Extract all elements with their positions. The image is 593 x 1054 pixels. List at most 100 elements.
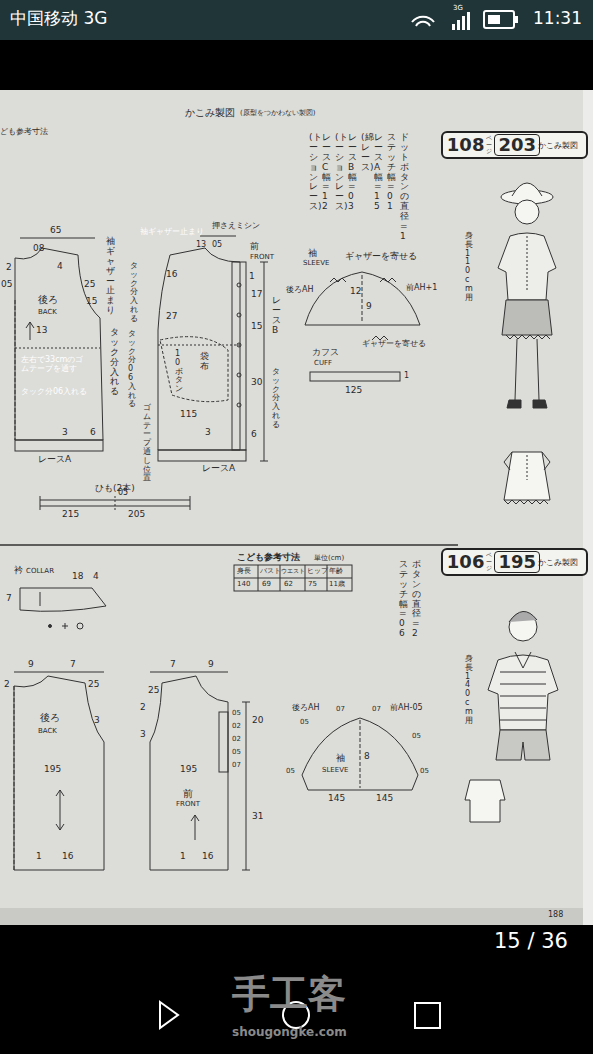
- pattern-label: 18: [72, 572, 83, 582]
- pattern-label: タック分入れる: [272, 368, 280, 430]
- pattern-label: 6: [251, 430, 257, 440]
- pattern-label: タック分06入れる: [21, 388, 91, 397]
- pattern-label: 1: [404, 372, 409, 381]
- pattern-label: 単位(cm): [314, 555, 344, 563]
- pattern-label: レースB: [272, 296, 281, 336]
- pattern-label: 195: [180, 765, 197, 775]
- pattern-label: FRONT: [250, 254, 274, 262]
- pattern-label: 後ろAH: [286, 286, 314, 295]
- pattern-label: レースA幅=15: [374, 133, 383, 212]
- pattern-label: 05: [232, 710, 241, 718]
- pattern-label: 05: [1, 280, 12, 290]
- pattern-label: 袖ギャザー止まり: [140, 228, 204, 237]
- pattern-label: 65: [50, 226, 61, 236]
- pattern-label: 15 / 36: [494, 930, 568, 953]
- pattern-label: レースC幅=12: [322, 133, 331, 212]
- pattern-label: 1: [249, 272, 255, 282]
- pattern-label: 3: [62, 428, 68, 438]
- pattern-label: 25: [84, 280, 95, 290]
- pattern-label: 身長140cm用: [465, 655, 473, 725]
- pattern-label: 後ろ: [38, 294, 58, 305]
- badge-text: 108: [447, 135, 485, 155]
- pattern-label: 左右で33cmのゴムテープを通す: [21, 356, 91, 374]
- pattern-label: 17: [251, 290, 262, 300]
- pattern-label: 07: [336, 706, 345, 714]
- pattern-label: 15: [251, 322, 262, 332]
- pattern-label: (トーションレース): [335, 133, 344, 212]
- pattern-label: 衿: [14, 566, 23, 576]
- pattern-label: 145: [328, 794, 345, 804]
- pattern-label: 2: [140, 703, 146, 713]
- pattern-label: 4: [93, 572, 99, 582]
- pattern-label: shougongke.com: [232, 1026, 347, 1039]
- pattern-label: 205: [128, 510, 145, 520]
- pattern-label: 11歳: [329, 581, 345, 589]
- pattern-label: ステッチ幅=06: [399, 560, 408, 639]
- pattern-label: 16: [62, 852, 73, 862]
- pattern-label: SLEEVE: [303, 260, 329, 268]
- pattern-label: 押さえミシン: [212, 222, 260, 231]
- pattern-label: 05: [212, 241, 222, 250]
- badge-text: 195: [494, 551, 540, 573]
- pattern-label: ども参考寸法: [0, 128, 48, 137]
- pattern-label: 中国移动 3G: [10, 9, 107, 28]
- pattern-label: 10ボタン: [175, 350, 183, 394]
- badge-text: ページ: [486, 135, 492, 155]
- pattern-label: BACK: [38, 728, 57, 736]
- pattern-label: 115: [180, 410, 197, 420]
- pattern-label: 9: [366, 302, 372, 312]
- pattern-label: 11:31: [533, 9, 582, 28]
- pattern-label: 20: [252, 716, 263, 726]
- pattern-label: 2: [6, 263, 12, 273]
- pattern-label: 1: [36, 852, 42, 862]
- pattern-label: 02: [232, 723, 241, 731]
- pattern-label: 9: [28, 660, 34, 670]
- pattern-label: 16: [202, 852, 213, 862]
- pattern-label: COLLAR: [26, 568, 54, 576]
- pattern-label: SLEEVE: [322, 767, 348, 775]
- pattern-label: 手工客: [232, 974, 346, 1016]
- pattern-label: 05: [300, 719, 309, 727]
- pattern-label: ボタンの直径=2: [412, 560, 421, 639]
- pattern-label: バスト: [260, 568, 281, 576]
- pattern-label: 31: [252, 812, 263, 822]
- pattern-label: 215: [62, 510, 79, 520]
- pattern-label: 05: [420, 768, 429, 776]
- page-badge: 106ページ195かこみ製図: [441, 548, 588, 576]
- pattern-label: 身長110cm用: [465, 232, 473, 302]
- pattern-label: 身長: [237, 568, 251, 576]
- pattern-label: ウエスト: [281, 568, 305, 575]
- pattern-label: 07: [372, 706, 381, 714]
- pattern-label: 袋布: [200, 352, 209, 372]
- pattern-label: 前: [250, 242, 259, 252]
- pattern-label: CUFF: [314, 360, 332, 368]
- pattern-label: レースA: [38, 455, 71, 465]
- badge-caption: かこみ製図: [538, 140, 578, 151]
- pattern-label: 9: [208, 660, 214, 670]
- pattern-label: 3G: [453, 5, 463, 13]
- pattern-label: 6: [90, 428, 96, 438]
- pattern-label: 25: [148, 686, 159, 696]
- pattern-label: 12: [350, 287, 361, 297]
- pattern-label: カフス: [312, 348, 339, 358]
- pattern-label: 8: [364, 752, 370, 762]
- pattern-label: こども参考寸法: [237, 553, 300, 563]
- pattern-label: 3: [205, 428, 211, 438]
- pattern-label: ギャザーを寄せる: [362, 340, 426, 349]
- pattern-label: 62: [284, 581, 293, 589]
- pattern-label: 年齢: [329, 568, 343, 576]
- pattern-label: (綿レース): [361, 133, 370, 173]
- pattern-label: (トーションレース): [309, 133, 318, 212]
- pattern-label: 16: [166, 270, 177, 280]
- pattern-label: ひも(2本): [95, 484, 135, 494]
- pattern-label: 69: [262, 581, 271, 589]
- pattern-label: タック分入れる: [110, 328, 119, 397]
- badge-text: 203: [494, 134, 540, 156]
- pattern-label: 袖: [308, 249, 317, 259]
- pattern-label: レースB幅=03: [348, 133, 357, 212]
- pattern-label: 30: [251, 378, 262, 388]
- pattern-label: 07: [232, 762, 241, 770]
- pattern-label: 75: [308, 581, 317, 589]
- pattern-label: 後ろAH: [292, 704, 320, 713]
- pattern-label: 後ろ: [40, 712, 60, 723]
